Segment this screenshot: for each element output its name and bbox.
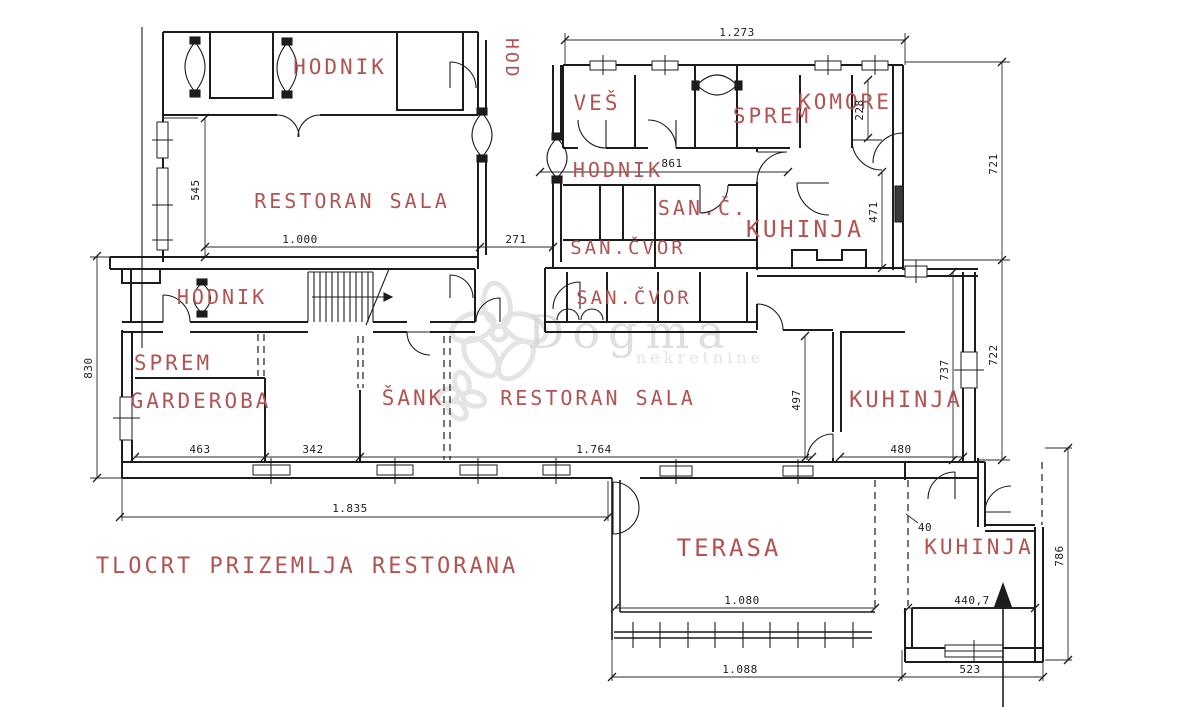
stairs xyxy=(307,268,394,326)
room-label-hodnik-right: HODNIK xyxy=(573,158,663,182)
room-label-sprem-mid: SPREM xyxy=(134,351,212,375)
interior-thin-lines xyxy=(141,27,904,348)
room-label-sank: ŠANK xyxy=(382,385,445,410)
dim-kuhinja-wall: 737 xyxy=(938,359,951,380)
dimension-lines xyxy=(90,33,1072,681)
double-swing-doors xyxy=(184,36,743,318)
room-label-hodnik-top: HODNIK xyxy=(293,55,387,79)
dim-sala-width: 1.000 xyxy=(282,233,318,246)
room-label-komore: KOMORE xyxy=(798,90,892,114)
room-label-san-c: SAN.Č. xyxy=(658,196,748,220)
dim-sala-height: 545 xyxy=(189,179,202,200)
dim-top-width: 1.273 xyxy=(719,26,755,39)
dim-komore-depth: 228 xyxy=(853,99,866,120)
dim-corridor-width: 271 xyxy=(505,233,526,246)
room-label-san-cvor-upper: SAN.ČVOR xyxy=(570,235,686,259)
dim-garderoba-width: 463 xyxy=(189,443,210,456)
dim-kuhinja-width: 480 xyxy=(890,443,911,456)
room-label-san-cvor-lower: SAN.ČVOR xyxy=(576,285,692,309)
dim-sala-wall: 497 xyxy=(790,389,803,410)
dim-right-lower: 722 xyxy=(987,344,1000,365)
room-label-garderoba: GARDEROBA xyxy=(131,389,272,413)
terrace-railing-posts xyxy=(632,622,854,648)
door-arcs xyxy=(162,61,1012,535)
room-label-terasa: TERASA xyxy=(677,534,782,562)
dim-terasa-width: 1.080 xyxy=(724,594,760,607)
dim-left-height: 830 xyxy=(82,357,95,378)
watermark-logo xyxy=(435,280,549,422)
dim-sala-main-width: 1.764 xyxy=(576,443,612,456)
room-label-restoran-sala-main: RESTORAN SALA xyxy=(500,386,696,410)
dim-annex-outer: 523 xyxy=(959,663,980,676)
plan-title: TLOCRT PRIZEMLJA RESTORANA xyxy=(96,554,518,579)
room-label-sprem-top: SPREM xyxy=(733,104,811,128)
dim-hodnik-length: 861 xyxy=(661,157,682,170)
dashed-partitions xyxy=(257,334,1043,612)
window-symbols xyxy=(113,55,1004,663)
dim-annex-width: 440,7 xyxy=(954,594,990,607)
room-label-restoran-sala-top: RESTORAN SALA xyxy=(254,189,450,213)
dim-building-width: 1.835 xyxy=(332,502,368,515)
room-label-kuhinja-top: KUHINJA xyxy=(746,217,864,243)
room-label-ves: VEŠ xyxy=(574,90,621,115)
room-label-hod-vertical: HOD xyxy=(501,38,522,80)
dim-terasa-outer: 1.088 xyxy=(722,663,758,676)
room-label-hodnik-mid: HODNIK xyxy=(177,285,267,309)
entry-arrow xyxy=(994,582,1012,707)
dim-sank-width: 342 xyxy=(302,443,323,456)
room-label-kuhinja-annex: KUHINJA xyxy=(924,535,1034,559)
room-label-kuhinja-mid: KUHINJA xyxy=(849,388,963,413)
dim-kuhinja-inner: 471 xyxy=(867,201,880,222)
dim-right-upper: 721 xyxy=(987,153,1000,174)
watermark-subtitle: nekretnine xyxy=(636,348,764,367)
dimension-ticks xyxy=(92,35,1073,682)
dim-annex-height: 786 xyxy=(1053,545,1066,566)
dim-small-offset: 40 xyxy=(918,521,932,534)
